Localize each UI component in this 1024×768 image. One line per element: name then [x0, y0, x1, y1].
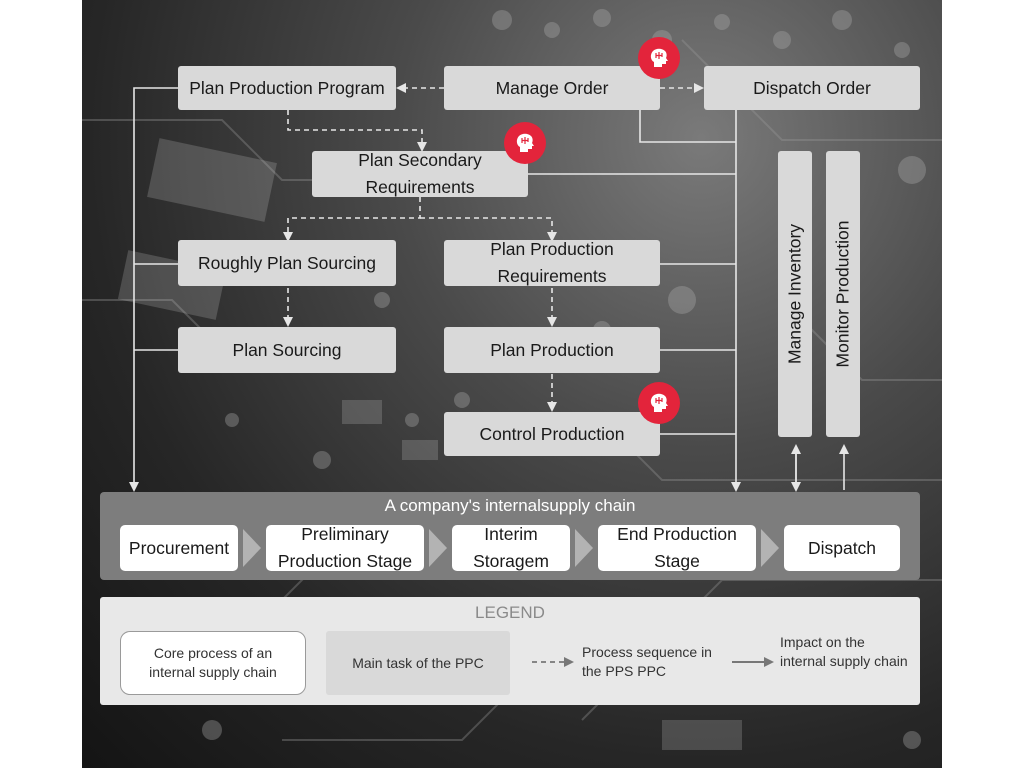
- task-label: Control Production: [479, 423, 625, 444]
- task-manage-inventory[interactable]: Manage Inventory: [778, 151, 812, 437]
- ai-brain-head-icon: [650, 393, 668, 412]
- legend-main-task-swatch: Main task of the PPC: [326, 631, 510, 695]
- task-plan-secondary-requirements[interactable]: Plan Secondary Requirements: [312, 150, 528, 197]
- ai-badge-manage-order: [638, 37, 680, 79]
- legend-title: LEGEND: [475, 603, 545, 622]
- stage-interim-storage[interactable]: Interim Storagem: [452, 524, 570, 571]
- chevron-arrow-icon: [575, 529, 593, 567]
- ai-brain-head-icon: [516, 133, 534, 152]
- task-plan-production-program[interactable]: Plan Production Program: [178, 66, 396, 110]
- task-label: Manage Order: [495, 77, 609, 98]
- task-plan-production[interactable]: Plan Production: [444, 327, 660, 373]
- task-label: Dispatch Order: [753, 77, 871, 98]
- stage-label: Preliminary Production Stage: [277, 524, 413, 571]
- legend-core-process-label: Core process of an internal supply chain: [149, 645, 277, 680]
- legend-process-sequence-label: Process sequence in the PPS PPC: [582, 644, 712, 679]
- stage-dispatch[interactable]: Dispatch: [784, 525, 900, 571]
- task-monitor-production[interactable]: Monitor Production: [826, 151, 860, 437]
- task-plan-production-requirements[interactable]: Plan Production Requirements: [444, 239, 660, 286]
- dashed-arrow-icon: [532, 657, 574, 667]
- stage-label: Interim Storagem: [473, 524, 549, 571]
- task-label: Plan Production Program: [189, 77, 385, 98]
- legend: LEGEND Core process of an internal suppl…: [100, 597, 920, 705]
- stage-label: Procurement: [128, 537, 230, 558]
- ai-badge-control-production: [638, 382, 680, 424]
- task-label: Monitor Production: [832, 220, 853, 368]
- legend-core-process-swatch: Core process of an internal supply chain: [120, 631, 306, 695]
- connector-lines: [129, 83, 849, 492]
- task-label: Manage Inventory: [784, 223, 805, 365]
- task-roughly-plan-sourcing[interactable]: Roughly Plan Sourcing: [178, 240, 396, 286]
- stage-procurement[interactable]: Procurement: [120, 525, 238, 571]
- stage-end-production[interactable]: End Production Stage: [598, 524, 756, 571]
- internal-supply-chain: A company's internalsupply chain Procure…: [100, 492, 920, 580]
- stage-label: Dispatch: [807, 537, 877, 558]
- ai-brain-head-icon: [650, 48, 668, 67]
- task-label: Plan Sourcing: [232, 339, 342, 360]
- task-label: Plan Production: [490, 339, 614, 360]
- task-dispatch-order[interactable]: Dispatch Order: [704, 66, 920, 110]
- legend-impact-label: Impact on the internal supply chain: [780, 634, 908, 669]
- task-label: Roughly Plan Sourcing: [197, 252, 377, 273]
- stage-preliminary-production[interactable]: Preliminary Production Stage: [266, 524, 424, 571]
- legend-main-task-label: Main task of the PPC: [352, 654, 484, 671]
- task-label: Plan Secondary Requirements: [358, 150, 482, 197]
- ai-badge-plan-secondary-requirements: [504, 122, 546, 164]
- solid-arrow-icon: [732, 657, 774, 667]
- chevron-arrow-icon: [761, 529, 779, 567]
- task-plan-sourcing[interactable]: Plan Sourcing: [178, 327, 396, 373]
- stage-label: End Production Stage: [617, 524, 737, 571]
- chevron-arrow-icon: [429, 529, 447, 567]
- task-control-production[interactable]: Control Production: [444, 412, 660, 456]
- chevron-arrow-icon: [243, 529, 261, 567]
- supply-chain-title: A company's internalsupply chain: [384, 496, 636, 515]
- task-label: Plan Production Requirements: [490, 239, 614, 286]
- task-manage-order[interactable]: Manage Order: [444, 66, 660, 110]
